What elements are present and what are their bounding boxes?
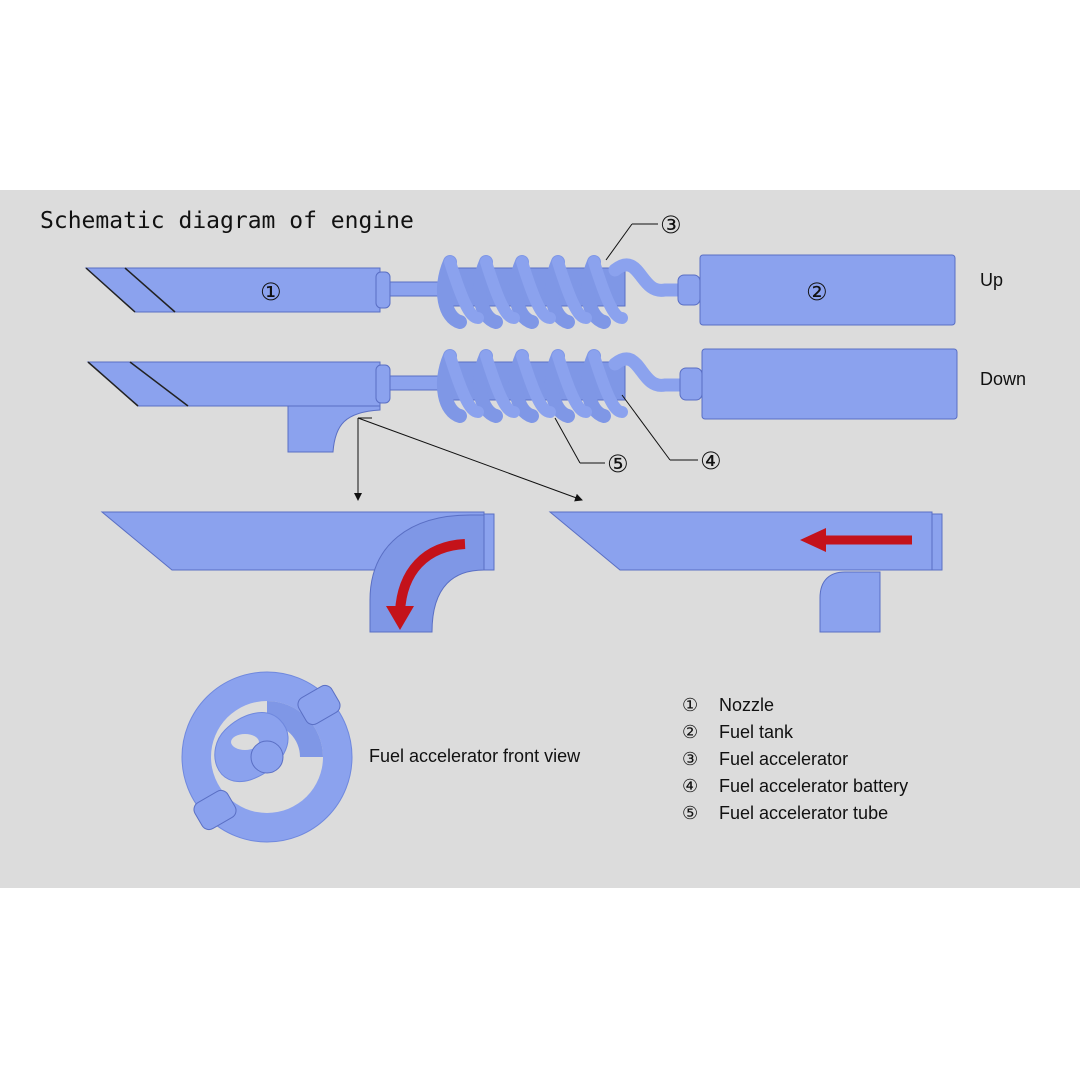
legend: ① Nozzle ② Fuel tank ③ Fuel accelerator … <box>682 692 908 827</box>
label-up: Up <box>980 270 1004 290</box>
label-down: Down <box>980 369 1027 389</box>
down-flow-arrow <box>395 539 466 613</box>
callout-fuel-tank: ② <box>806 278 828 306</box>
up-fuel-tank <box>699 254 956 326</box>
legend-number: ② <box>682 722 699 743</box>
legend-item: ③ Fuel accelerator <box>682 746 908 773</box>
legend-item: ② Fuel tank <box>682 719 908 746</box>
down-fuel-tank <box>701 348 958 420</box>
up-nozzle <box>84 267 381 313</box>
legend-item: ⑤ Fuel accelerator tube <box>682 800 908 827</box>
down-assembly <box>86 348 958 453</box>
diagram-title: Schematic diagram of engine <box>40 208 414 234</box>
callout-tube: ⑤ <box>607 450 629 478</box>
down-nozzle <box>86 361 381 407</box>
detail-left-flow <box>548 511 943 633</box>
up-coils <box>436 255 628 329</box>
detail-down-flow <box>100 511 495 633</box>
legend-item: ① Nozzle <box>682 692 908 719</box>
down-coils <box>436 349 628 423</box>
legend-label: Fuel tank <box>719 722 794 742</box>
accelerator-front-view <box>181 671 353 843</box>
legend-label: Fuel accelerator tube <box>719 803 889 823</box>
legend-label: Fuel accelerator <box>719 749 849 769</box>
legend-number: ④ <box>682 776 699 797</box>
legend-number: ① <box>682 695 699 716</box>
callout-fuel-accelerator: ③ <box>660 211 682 239</box>
legend-item: ④ Fuel accelerator battery <box>682 773 908 800</box>
legend-number: ③ <box>682 749 699 770</box>
front-view-caption: Fuel accelerator front view <box>369 746 581 766</box>
callout-nozzle: ① <box>260 278 282 306</box>
detail-pointers <box>354 417 583 502</box>
up-assembly <box>84 254 956 329</box>
legend-label: Fuel accelerator battery <box>719 776 909 796</box>
callout-battery: ④ <box>700 447 722 475</box>
legend-label: Nozzle <box>719 695 775 715</box>
legend-number: ⑤ <box>682 803 699 824</box>
callouts: ① ② ③ ④ ⑤ <box>260 211 828 478</box>
